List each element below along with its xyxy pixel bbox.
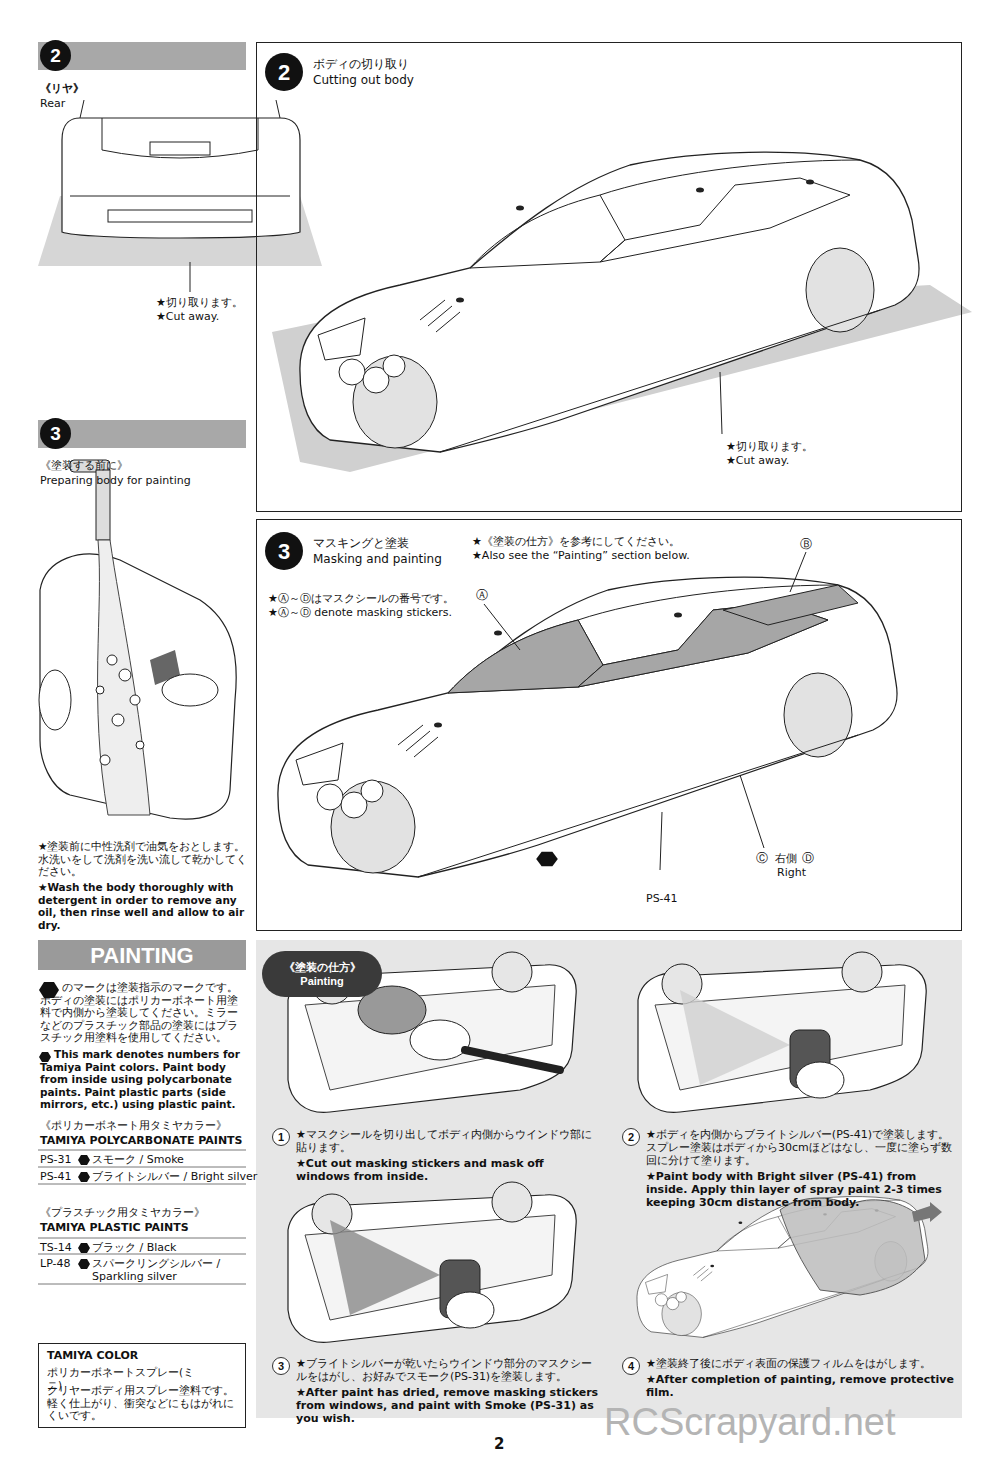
step-number: 2 <box>628 1130 634 1144</box>
note-text: ★Ⓐ～Ⓓ denote masking stickers. <box>268 606 452 619</box>
step-number-circle: 1 <box>272 1128 290 1146</box>
note-text: TAMIYA POLYCARBONATE PAINTS <box>40 1134 243 1147</box>
masking-mark: Ⓓ <box>802 851 814 865</box>
masking-mark: Ⓐ <box>476 588 488 602</box>
section-tab: 《塗装の仕方》Painting <box>262 951 382 997</box>
painting-step-1 <box>288 952 576 1112</box>
note-text: のマークは塗装指示のマークです。ボディの塗装にはポリカーボネート用塗料で内側から… <box>40 981 246 1044</box>
step-number-circle: 2 <box>265 53 303 91</box>
note-text: スパークリングシルバー / Sparkling silver <box>92 1257 244 1283</box>
step-number: 2 <box>278 60 290 85</box>
step-number: 1 <box>278 1130 284 1144</box>
step-number-circle: 2 <box>40 40 71 71</box>
note-text: ★《塗装の仕方》を参考にしてください。 <box>472 535 680 548</box>
step-number: 3 <box>278 1359 284 1373</box>
step-number-circle: 3 <box>265 532 303 570</box>
note-text: TAMIYA PLASTIC PAINTS <box>40 1221 189 1234</box>
painting-step-4 <box>637 1197 942 1338</box>
washing-illustration <box>39 460 236 819</box>
note-text: ★マスクシールを切り出してボディ内側からウインドウ部に貼ります。 <box>296 1128 601 1154</box>
masking-mark: Ⓒ <box>756 851 768 865</box>
step-panel: マスキングと塗装Masking and painting3 <box>256 519 962 931</box>
painting-step-2 <box>638 952 926 1112</box>
note-text: スモーク / Smoke <box>92 1153 184 1166</box>
note-text: ★Wash the body thoroughly with detergent… <box>38 881 248 931</box>
car-body-masked <box>278 577 897 877</box>
note-text: Right <box>777 866 806 879</box>
watermark: RCScrapyard.net <box>604 1400 895 1444</box>
section-title: 《リヤ》 <box>40 82 84 95</box>
note-text: ★Cut out masking stickers and mask off w… <box>296 1157 601 1183</box>
section-title: 《塗装する前に》 <box>40 459 128 472</box>
paint-code: LP-48 <box>40 1257 71 1270</box>
painting-panel <box>256 940 962 1418</box>
body-text: Cutting out body <box>313 73 613 87</box>
note-text: ★ボディを内側からブライトシルバー(PS-41)で塗装します。スプレー塗装はボデ… <box>646 1128 958 1167</box>
heading-text: 《塗装の仕方》 <box>284 960 361 974</box>
note-text: ★塗装終了後にボディ表面の保護フィルムをはがします。 <box>646 1357 958 1370</box>
body-text: クリヤーボディ用スプレー塗料です。軽く仕上がり、衝突などにもはがれにくいです。 <box>47 1384 237 1422</box>
paint-code: TS-14 <box>40 1241 72 1254</box>
product-note-box: TAMIYA COLORポリカーボネートスプレー(ミニ)クリヤーボディ用スプレー… <box>38 1343 246 1428</box>
paint-code: PS-41 <box>646 892 678 905</box>
body-text: Painting <box>300 974 343 988</box>
note-text: ブラック / Black <box>92 1241 176 1254</box>
step-number-circle: 4 <box>622 1357 640 1375</box>
step-panel: ボディの切り取り Cutting out body 2 <box>256 42 962 512</box>
note-text: This mark denotes numbers for Tamiya Pai… <box>40 1048 246 1111</box>
step-number: 3 <box>50 423 61 445</box>
painting-step-3 <box>288 1182 576 1342</box>
note-text: ★After completion of painting, remove pr… <box>646 1373 958 1399</box>
step-number-circle: 3 <box>272 1357 290 1375</box>
leader-lines <box>484 552 806 870</box>
step-number: 2 <box>50 45 61 67</box>
step-number: 4 <box>628 1359 634 1373</box>
rear-view <box>38 100 322 292</box>
note-text: Preparing body for painting <box>40 474 191 487</box>
step-number-circle: 2 <box>622 1128 640 1146</box>
step-number-circle: 3 <box>40 418 71 449</box>
note-text: ★ブライトシルバーが乾いたらウインドウ部分のマスクシールをはがし、お好みでスモー… <box>296 1357 601 1383</box>
note-text: ★Ⓐ～Ⓓはマスクシールの番号です。 <box>268 592 454 605</box>
note-text: ★Also see the “Painting” section below. <box>472 549 690 562</box>
note-text: ★切り取ります。 <box>726 440 813 453</box>
heading-text: ボディの切り取り <box>313 57 613 71</box>
note-text: 右側 <box>775 852 797 865</box>
note-text: ★After paint has dried, remove masking s… <box>296 1386 601 1425</box>
note-text: 《プラスチック用タミヤカラー》 <box>40 1206 205 1219</box>
note-text: ★切り取ります。 <box>156 296 243 309</box>
note-text: ★Cut away. <box>726 454 789 467</box>
note-text: ★Cut away. <box>156 310 219 323</box>
masking-mark: Ⓑ <box>800 537 812 551</box>
note-text: ブライトシルバー / Bright silver <box>92 1170 257 1183</box>
step-number: 3 <box>278 539 290 564</box>
car-body-cut <box>272 152 972 472</box>
paint-code: PS-41 <box>40 1170 72 1183</box>
heading-text: TAMIYA COLOR <box>47 1349 197 1362</box>
note-text: ★塗装前に中性洗剤で油気をおとします。水洗いをして洗剤を洗い流して乾かしてくださ… <box>38 840 248 878</box>
note-text: Rear <box>40 97 65 110</box>
note-text: ★Paint body with Bright silver (PS-41) f… <box>646 1170 958 1209</box>
page-number: 2 <box>494 1436 504 1453</box>
section-band: PAINTING <box>38 940 246 970</box>
note-text: 《ポリカーボネート用タミヤカラー》 <box>40 1119 227 1132</box>
heading-text: PAINTING <box>90 943 193 968</box>
paint-code: PS-31 <box>40 1153 72 1166</box>
